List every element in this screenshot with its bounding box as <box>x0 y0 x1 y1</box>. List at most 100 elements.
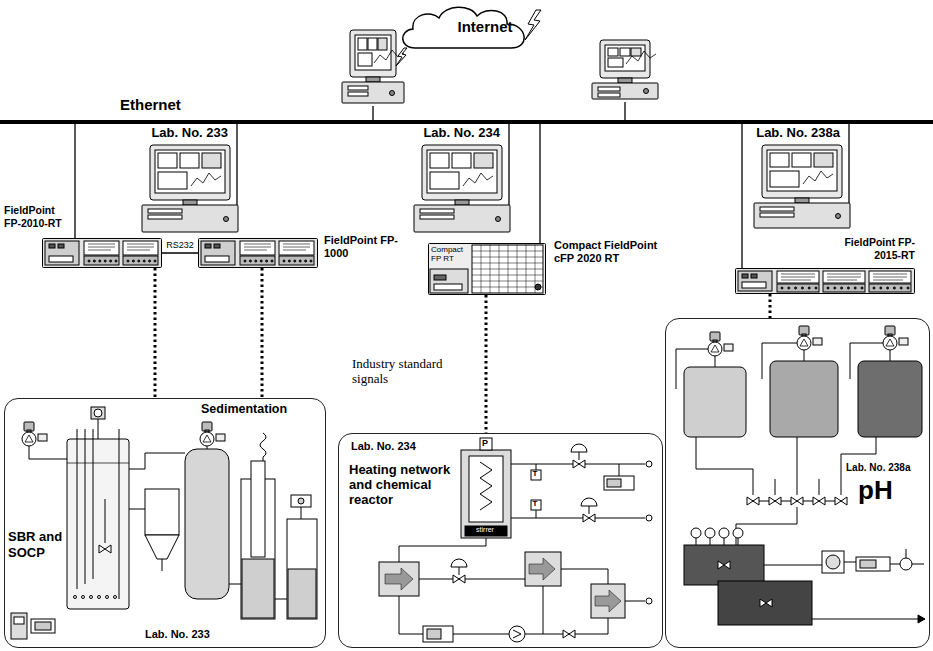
network-drop <box>624 102 625 120</box>
plant-panel: Lab. No. 238a pH <box>665 318 930 648</box>
diagram-label: Industry standard signals <box>352 356 452 386</box>
pipe <box>724 538 725 545</box>
panel-text-holder: Lab. No. 238a <box>846 462 910 473</box>
instrument <box>11 613 27 639</box>
terminal <box>847 287 849 289</box>
pump-drive <box>38 434 47 441</box>
pipe <box>850 343 883 379</box>
pump-symbol <box>509 626 525 642</box>
valve-symbol <box>813 497 825 505</box>
drive-slot <box>598 87 620 91</box>
terminal <box>255 260 257 262</box>
screen-window <box>620 48 630 56</box>
pump-mark <box>513 630 521 638</box>
screen-window <box>792 153 811 167</box>
node-label: FieldPoint FP-2015-RT <box>835 236 915 262</box>
mixing-tank <box>684 545 764 585</box>
pump-mark <box>25 435 33 442</box>
module-label <box>781 274 815 280</box>
terminal <box>104 260 106 262</box>
node-label-holder: Compact FP RT <box>431 245 471 263</box>
temperature-sensor <box>531 500 541 510</box>
signal-link <box>261 268 264 398</box>
computer-icon <box>342 30 404 103</box>
panel-text-holder: Heating network and chemical reactor <box>349 462 459 507</box>
device-housing <box>429 244 546 295</box>
instrument <box>31 619 55 633</box>
inner-cylinder <box>251 461 265 557</box>
controller-module <box>45 241 79 265</box>
valve-actuator <box>581 498 597 506</box>
diagram-label: T <box>530 499 540 509</box>
lab-computer: Lab. No. 233 <box>140 143 240 235</box>
network-drop <box>372 106 373 120</box>
signal-link <box>485 295 488 433</box>
node-label-holder: Compact FieldPoint cFP 2020 RT <box>554 239 672 265</box>
pipe <box>764 565 822 566</box>
io-bank <box>472 245 543 293</box>
pipe <box>619 464 620 476</box>
led <box>751 274 757 278</box>
screen-window <box>770 171 799 187</box>
lab-computer: Lab. No. 238a <box>752 143 852 231</box>
led <box>742 274 748 278</box>
terminal-strip <box>240 256 275 265</box>
led <box>49 244 55 248</box>
flow-arrow <box>529 558 555 580</box>
panel-text-holder: pH <box>858 475 893 506</box>
pipe <box>844 562 856 563</box>
node-label-holder: FieldPoint FP-2015-RT <box>835 236 915 262</box>
screen <box>155 150 225 193</box>
network-cable <box>508 143 509 205</box>
terminal <box>873 287 875 289</box>
monitor <box>762 145 842 198</box>
screen-window <box>474 153 493 168</box>
valve-symbol <box>760 599 772 607</box>
fieldpoint-device: FieldPoint FP-1000 <box>198 238 318 268</box>
air-blower <box>91 407 105 419</box>
network-link <box>848 124 849 143</box>
screen-window <box>452 153 471 168</box>
pipe <box>29 446 67 459</box>
valve-symbol <box>835 497 847 505</box>
panel-text: SBR and SOCP <box>8 529 64 561</box>
ph-probe <box>733 528 743 538</box>
heater <box>480 462 492 510</box>
drive-slot <box>598 93 620 97</box>
reagent-tank <box>858 361 922 437</box>
panel-text: Lab. No. 233 <box>145 628 210 640</box>
pipe <box>710 538 711 545</box>
terminal <box>861 287 863 289</box>
terminal <box>887 287 889 289</box>
compact-fieldpoint: Compact FP RTCompact FieldPoint cFP 2020… <box>428 243 546 295</box>
panel-text-holder: Sedimentation <box>201 402 287 416</box>
pipe <box>162 559 163 571</box>
ethernet-bus: Ethernet <box>0 96 933 124</box>
node-label-holder: Lab. No. 238a <box>756 125 840 140</box>
plant-panel: SBR and SOCP SedimentationLab. No. 233 <box>4 398 326 648</box>
pipe <box>129 453 185 469</box>
pipe <box>797 437 798 495</box>
valve-symbol <box>573 460 585 468</box>
monitor <box>600 40 650 78</box>
reagent-tank <box>684 367 746 437</box>
screen <box>767 150 837 191</box>
signal-link <box>154 268 157 398</box>
pipe <box>105 499 106 543</box>
terminal <box>283 260 285 262</box>
terminal-strip <box>279 256 314 265</box>
controller-module <box>738 271 772 291</box>
temperature-sensor <box>531 470 541 480</box>
node-label-holder: FieldPoint FP-2010-RT <box>4 204 74 230</box>
pipe <box>301 507 302 519</box>
terminal <box>299 260 301 262</box>
pump-mark <box>203 435 211 442</box>
valve-symbol <box>791 497 803 505</box>
port <box>742 282 766 288</box>
screen-trend <box>463 173 493 186</box>
pump-motor <box>885 326 895 335</box>
node-label: Internet <box>395 18 575 35</box>
flow-arrow <box>595 590 621 612</box>
terminal-grid <box>472 245 543 293</box>
